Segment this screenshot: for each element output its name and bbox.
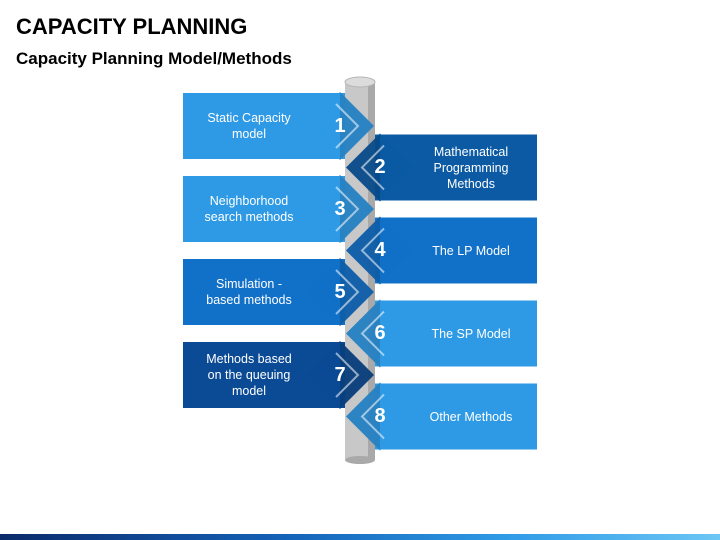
method-number: 6	[374, 322, 386, 344]
method-item-8	[346, 382, 537, 451]
chevron-outline	[360, 310, 385, 357]
method-label: Simulation - based methods	[206, 277, 292, 307]
chevron-outline	[360, 144, 385, 191]
number-diamond	[306, 175, 374, 243]
number-diamond	[346, 299, 414, 368]
method-number: 8	[374, 405, 386, 427]
page-subtitle: Capacity Planning Model/Methods	[16, 49, 292, 68]
method-label: The LP Model	[432, 243, 510, 258]
chevron-outline	[335, 186, 360, 232]
footer-gradient-bar	[0, 534, 720, 540]
method-label: The SP Model	[431, 326, 511, 341]
number-diamond	[346, 382, 414, 451]
method-item-5	[183, 258, 374, 326]
method-number: 4	[374, 239, 386, 261]
method-label: Methods based on the queuing model	[206, 352, 292, 398]
number-diamond	[346, 133, 414, 202]
chevron-outline	[360, 227, 385, 274]
method-label: Mathematical Programming Methods	[433, 144, 509, 191]
chevron-outline	[335, 103, 360, 149]
method-number: 2	[374, 156, 386, 178]
method-item-6	[346, 299, 537, 368]
method-number: 3	[334, 197, 346, 220]
method-number: 1	[334, 114, 346, 137]
method-item-7	[183, 341, 374, 409]
method-number: 5	[334, 280, 346, 303]
pole-top-cap	[344, 76, 376, 88]
number-diamond	[306, 341, 374, 409]
method-label: Other Methods	[429, 409, 513, 424]
number-diamond	[346, 216, 414, 285]
chevron-outline	[335, 352, 360, 398]
pole-bottom-cap	[345, 456, 375, 464]
method-item-2	[346, 133, 537, 202]
method-number: 7	[334, 363, 346, 386]
chevron-outline	[335, 269, 360, 315]
page-title: CAPACITY PLANNING	[16, 14, 248, 39]
chevron-outline	[360, 393, 385, 440]
number-diamond	[306, 92, 374, 160]
method-item-3	[183, 175, 374, 243]
number-diamond	[306, 258, 374, 326]
method-label: Neighborhood search methods	[204, 194, 294, 224]
method-item-4	[346, 216, 537, 285]
method-item-1	[183, 92, 374, 160]
method-label: Static Capacity model	[207, 111, 291, 141]
